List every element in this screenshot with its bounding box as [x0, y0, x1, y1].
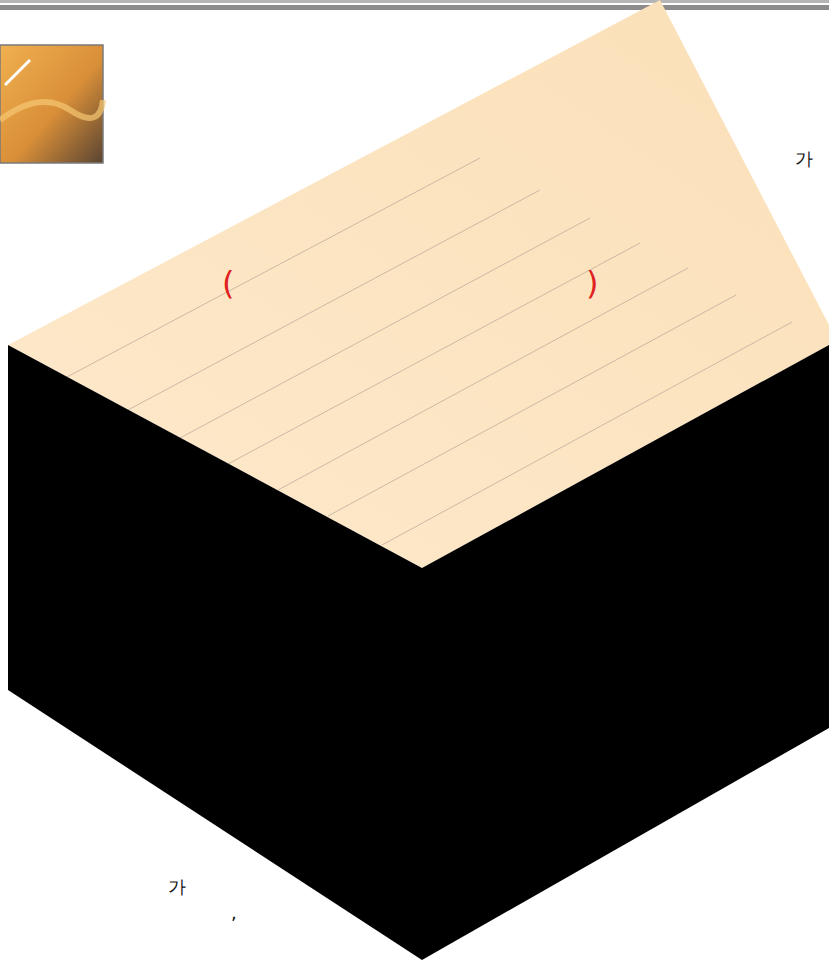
right-face	[422, 345, 829, 960]
open-paren: (	[222, 264, 234, 302]
note-char: 가	[795, 148, 813, 170]
left-face	[8, 345, 422, 960]
header-rule	[0, 0, 829, 3]
thumbnail-photo	[0, 45, 103, 163]
note-char: 가	[168, 876, 186, 898]
header-rule	[0, 5, 829, 10]
thumbnail-detail	[5, 60, 30, 85]
note-punct: ,	[231, 902, 237, 924]
thumbnail-detail	[0, 100, 103, 120]
close-paren: )	[586, 264, 598, 302]
